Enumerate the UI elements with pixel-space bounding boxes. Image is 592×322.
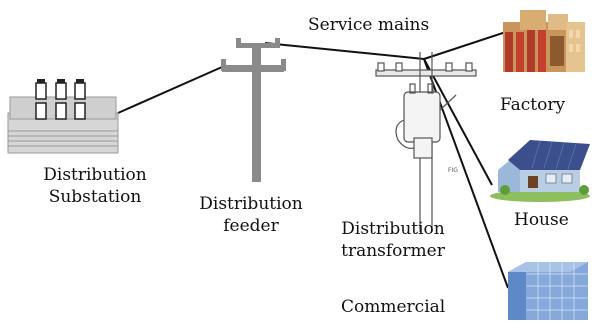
office-building-icon [508,262,588,320]
service-mains-label: Service mains [308,15,430,35]
wire-to-factory [423,29,513,60]
factory-label: Factory [500,95,566,115]
wire-to-house [423,58,493,186]
substation-icon [7,79,119,154]
house-label: House [514,210,569,230]
commercial-label: Commercial [341,297,446,317]
transformer-label-line1: Distribution [341,219,445,239]
factory-icon [503,10,585,72]
transformer-label-line2: transformer [341,241,445,261]
utility-pole-icon [221,38,286,182]
feeder-label-line1: Distribution [199,194,303,214]
substation-label-line2: Substation [48,187,142,207]
pole-transformer-icon: FIG [375,52,477,232]
svg-text:FIG: FIG [448,167,458,174]
substation-label-line1: Distribution [43,165,147,185]
house-icon [490,140,590,202]
substation-label: Distribution Substation [30,164,160,208]
feeder-label: Distribution feeder [186,193,316,237]
wire-substation-to-feeder [117,66,223,114]
wire-feeder-to-service-point [264,42,425,60]
feeder-label-line2: feeder [223,216,279,236]
transformer-label: Distribution transformer [323,218,463,262]
